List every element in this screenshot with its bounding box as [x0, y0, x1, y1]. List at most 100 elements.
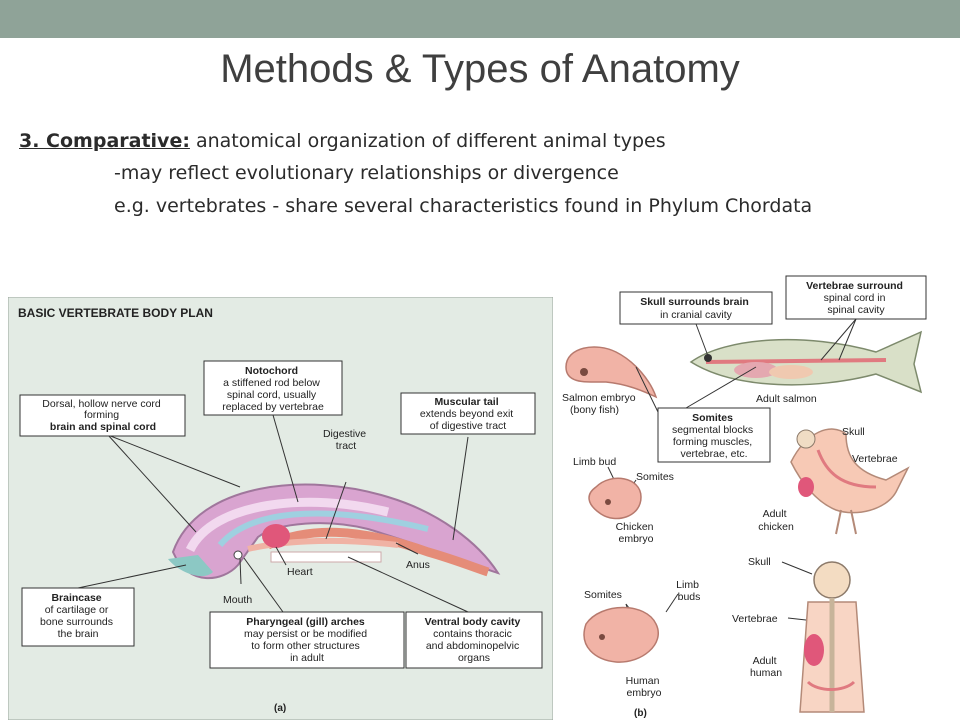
notochord-line-4: replaced by vertebrae — [222, 401, 324, 413]
chicken-embryo-illustration — [588, 477, 642, 520]
vertebrate-body-plan-figure: BASIC VERTEBRATE BODY PLAN Dorsal, hollo… — [8, 297, 553, 720]
mouth-label: Mouth — [223, 594, 252, 606]
muscular-tail-line-2: extends beyond exit — [420, 408, 513, 420]
pharyngeal-line-1: Pharyngeal (gill) arches — [246, 616, 365, 628]
tail-muscle — [266, 527, 490, 577]
braincase-line-1: Braincase — [51, 592, 101, 604]
notochord-line-2: a stiffened rod below — [223, 377, 320, 389]
notochord — [217, 510, 429, 547]
salmon-embryo-label-1: Salmon embryo — [562, 392, 636, 404]
body-line-3: e.g. vertebrates - share several charact… — [114, 195, 813, 217]
notochord-line-3: spinal cord, usually — [227, 389, 317, 401]
nerve-cord-callout: Dorsal, hollow nerve cord forming brain … — [19, 394, 186, 437]
human-vertebrae-label: Vertebrae — [732, 613, 778, 625]
panel-b-label: (b) — [634, 708, 647, 719]
body-line-2: -may reflect evolutionary relationships … — [114, 162, 619, 184]
pharyngeal-line-4: in adult — [290, 652, 324, 664]
pharyngeal-line-3: to form other structures — [251, 640, 360, 652]
comparative-term: 3. Comparative: — [19, 130, 190, 152]
body-plan-illustration — [168, 483, 501, 579]
slide-title: Methods & Types of Anatomy — [220, 47, 740, 91]
digestive-label-2: tract — [336, 440, 357, 452]
muscular-tail-line-1: Muscular tail — [434, 396, 498, 408]
somites-callout-line-2: segmental blocks — [672, 424, 753, 436]
comparative-definition: anatomical organization of different ani… — [189, 130, 666, 152]
svg-text:Limb buds: Limb buds — [676, 579, 702, 603]
svg-text:Ventral body cavity cont: Ventral body cavity contains thoracic an… — [425, 616, 524, 664]
adult-human-illustration — [799, 561, 865, 713]
limb-buds-label-2: buds — [678, 591, 701, 603]
salmon-embryo-label-2: (bony fish) — [570, 404, 619, 416]
ventral-line-3: and abdominopelvic — [426, 640, 519, 652]
notochord-line-1: Notochord — [245, 365, 298, 377]
panel-a-label: (a) — [274, 703, 286, 714]
nerve-cord-line-2: forming — [84, 409, 119, 421]
somites-callout-line-3: forming muscles, — [673, 436, 752, 448]
chicken-vertebrae-label: Vertebrae — [852, 453, 898, 465]
pharyngeal-line-2: may persist or be modified — [244, 628, 367, 640]
pharyngeal-callout: Pharyngeal (gill) arches may persist or … — [209, 611, 405, 669]
heart-label: Heart — [287, 566, 313, 578]
anus-label: Anus — [406, 559, 430, 571]
braincase-line-4: the brain — [58, 628, 99, 640]
svg-text:Vertebrae surround spina: Vertebrae surround spinal cord in spinal… — [806, 280, 906, 316]
digestive-tract — [247, 537, 399, 552]
svg-text:Human embryo: Human embryo — [626, 675, 663, 699]
skull-callout: Skull surrounds brain in cranial cavity — [619, 291, 773, 325]
skull-callout-line-1: Skull surrounds brain — [640, 296, 749, 308]
braincase-callout: Braincase of cartilage or bone surrounds… — [21, 587, 135, 647]
digestive-label-1: Digestive — [323, 428, 366, 440]
leader-lines — [77, 414, 469, 613]
vertebrae-callout-line-2: spinal cord in — [824, 292, 886, 304]
svg-text:Adult human: Adult human — [750, 655, 782, 679]
adult-salmon-label: Adult salmon — [756, 393, 817, 405]
adult-salmon-illustration — [689, 330, 923, 394]
svg-text:Somites segmental blocks: Somites segmental blocks forming muscles… — [672, 412, 756, 460]
chicken-embryo-label-1: Chicken — [616, 521, 654, 533]
chicken-somites-label: Somites — [636, 471, 674, 483]
adult-human-label-2: human — [750, 667, 782, 679]
somites-callout-line-1: Somites — [692, 412, 733, 424]
vertebrae-callout: Vertebrae surround spinal cord in spinal… — [785, 275, 927, 320]
braincase-line-2: of cartilage or — [45, 604, 109, 616]
svg-text:Adult chicken: Adult chicken — [758, 508, 794, 533]
svg-text:Notochord a stiffened ro: Notochord a stiffened rod below spinal c… — [222, 365, 324, 413]
nerve-cord — [185, 497, 390, 553]
ventral-line-2: contains thoracic — [433, 628, 512, 640]
braincase-shape — [168, 555, 213, 577]
human-embryo-label-1: Human — [626, 675, 660, 687]
adult-chicken-label-1: Adult — [763, 508, 787, 520]
svg-text:Salmon embryo (bony fish): Salmon embryo (bony fish) — [562, 392, 638, 416]
somites-callout-line-4: vertebrae, etc. — [680, 448, 747, 460]
adult-human-label-1: Adult — [753, 655, 777, 667]
adult-chicken-illustration — [790, 428, 910, 535]
ventral-cavity-callout: Ventral body cavity contains thoracic an… — [405, 611, 543, 669]
svg-text:Pharyngeal (gill) arches: Pharyngeal (gill) arches may persist or … — [244, 616, 370, 664]
muscular-tail-callout: Muscular tail extends beyond exit of dig… — [400, 392, 536, 435]
svg-text:Braincase of cartilage o: Braincase of cartilage or bone surrounds… — [40, 592, 116, 640]
svg-text:Dorsal, hollow nerve cord: Dorsal, hollow nerve cord forming brain … — [42, 398, 163, 433]
ventral-cavity-shape — [270, 551, 382, 563]
somites-callout: Somites segmental blocks forming muscles… — [657, 407, 771, 463]
nerve-cord-line-3: brain and spinal cord — [50, 421, 156, 433]
vertebrae-callout-line-3: spinal cavity — [827, 304, 885, 316]
human-embryo-label-2: embryo — [626, 687, 661, 699]
human-somites-label: Somites — [584, 589, 622, 601]
limb-bud-label: Limb bud — [573, 456, 616, 468]
svg-text:Skull surrounds brain in: Skull surrounds brain in cranial cavity — [640, 296, 751, 321]
svg-text:Muscular tail extends be: Muscular tail extends beyond exit of dig… — [420, 396, 516, 432]
human-skull-label: Skull — [748, 556, 771, 568]
chicken-embryo-label-2: embryo — [618, 533, 653, 545]
chicken-skull-label: Skull — [842, 426, 865, 438]
notochord-callout: Notochord a stiffened rod below spinal c… — [203, 360, 343, 416]
ventral-line-4: organs — [458, 652, 490, 664]
salmon-embryo-illustration — [565, 346, 658, 399]
skull-callout-line-2: in cranial cavity — [660, 309, 733, 321]
adult-chicken-label-2: chicken — [758, 521, 794, 533]
body-line-1: 3. Comparative: anatomical organization … — [19, 130, 666, 152]
slide-top-bar — [0, 0, 960, 38]
muscular-tail-line-3: of digestive tract — [430, 420, 507, 432]
vertebrae-callout-line-1: Vertebrae surround — [806, 280, 903, 292]
svg-text:Chicken embryo: Chicken embryo — [616, 521, 657, 545]
pharyngeal-arch — [233, 550, 243, 560]
